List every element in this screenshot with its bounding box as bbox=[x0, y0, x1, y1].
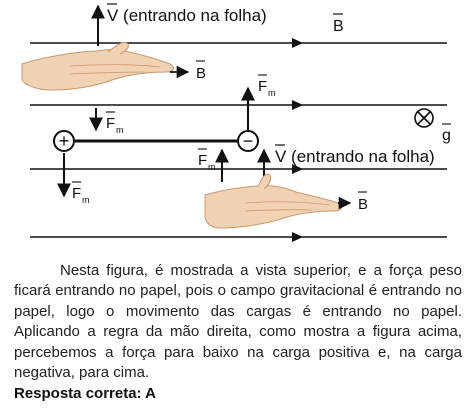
velocity-label-bottom: V (entrando na folha) bbox=[275, 144, 435, 166]
svg-text:m: m bbox=[82, 195, 90, 205]
hand-field-arrow-bottom: B bbox=[338, 191, 368, 213]
gravity-indicator: g bbox=[414, 108, 451, 144]
answer-text: Resposta correta: A bbox=[14, 385, 156, 402]
field-line-3 bbox=[30, 164, 447, 174]
svg-text:V (entrando na folha): V (entrando na folha) bbox=[275, 147, 435, 166]
force-label-up: F bbox=[258, 78, 267, 95]
force-label-down-top: F bbox=[106, 115, 115, 132]
force-arrow-down-left: F m bbox=[89, 108, 124, 135]
hand-field-arrow-top: B bbox=[170, 60, 206, 82]
explanation-paragraph: Nesta figura, é mostrada a vista superio… bbox=[14, 262, 462, 382]
field-line-4 bbox=[30, 232, 447, 242]
magnetic-force-diagram: B V (entrando na folha) B F m F m bbox=[21, 3, 451, 242]
hand-field-label-top: B bbox=[196, 65, 206, 82]
field-line-1 bbox=[30, 38, 447, 48]
right-hand-top bbox=[21, 41, 174, 91]
svg-text:m: m bbox=[116, 125, 124, 135]
field-line-2 bbox=[30, 100, 447, 110]
field-label-text: B bbox=[333, 18, 344, 35]
force-arrow-up-hand: F m bbox=[198, 148, 229, 182]
positive-charge: + bbox=[53, 130, 75, 152]
svg-text:+: + bbox=[59, 131, 70, 151]
gravity-label: g bbox=[442, 127, 451, 144]
right-hand-bottom bbox=[204, 173, 342, 229]
svg-text:m: m bbox=[208, 162, 216, 172]
force-label-down-bottom: F bbox=[72, 185, 81, 202]
velocity-label-top: V (entrando na folha) bbox=[107, 3, 267, 25]
svg-text:−: − bbox=[243, 131, 254, 151]
field-label: B bbox=[333, 13, 344, 35]
force-arrow-down-positive: F m bbox=[57, 153, 90, 205]
svg-text:V (entrando na folha): V (entrando na folha) bbox=[107, 6, 267, 25]
negative-charge: − bbox=[237, 130, 259, 152]
hand-field-label-bottom: B bbox=[358, 196, 368, 213]
force-label-hand: F bbox=[198, 152, 207, 169]
svg-text:m: m bbox=[268, 88, 276, 98]
force-arrow-up: F m bbox=[241, 74, 276, 130]
